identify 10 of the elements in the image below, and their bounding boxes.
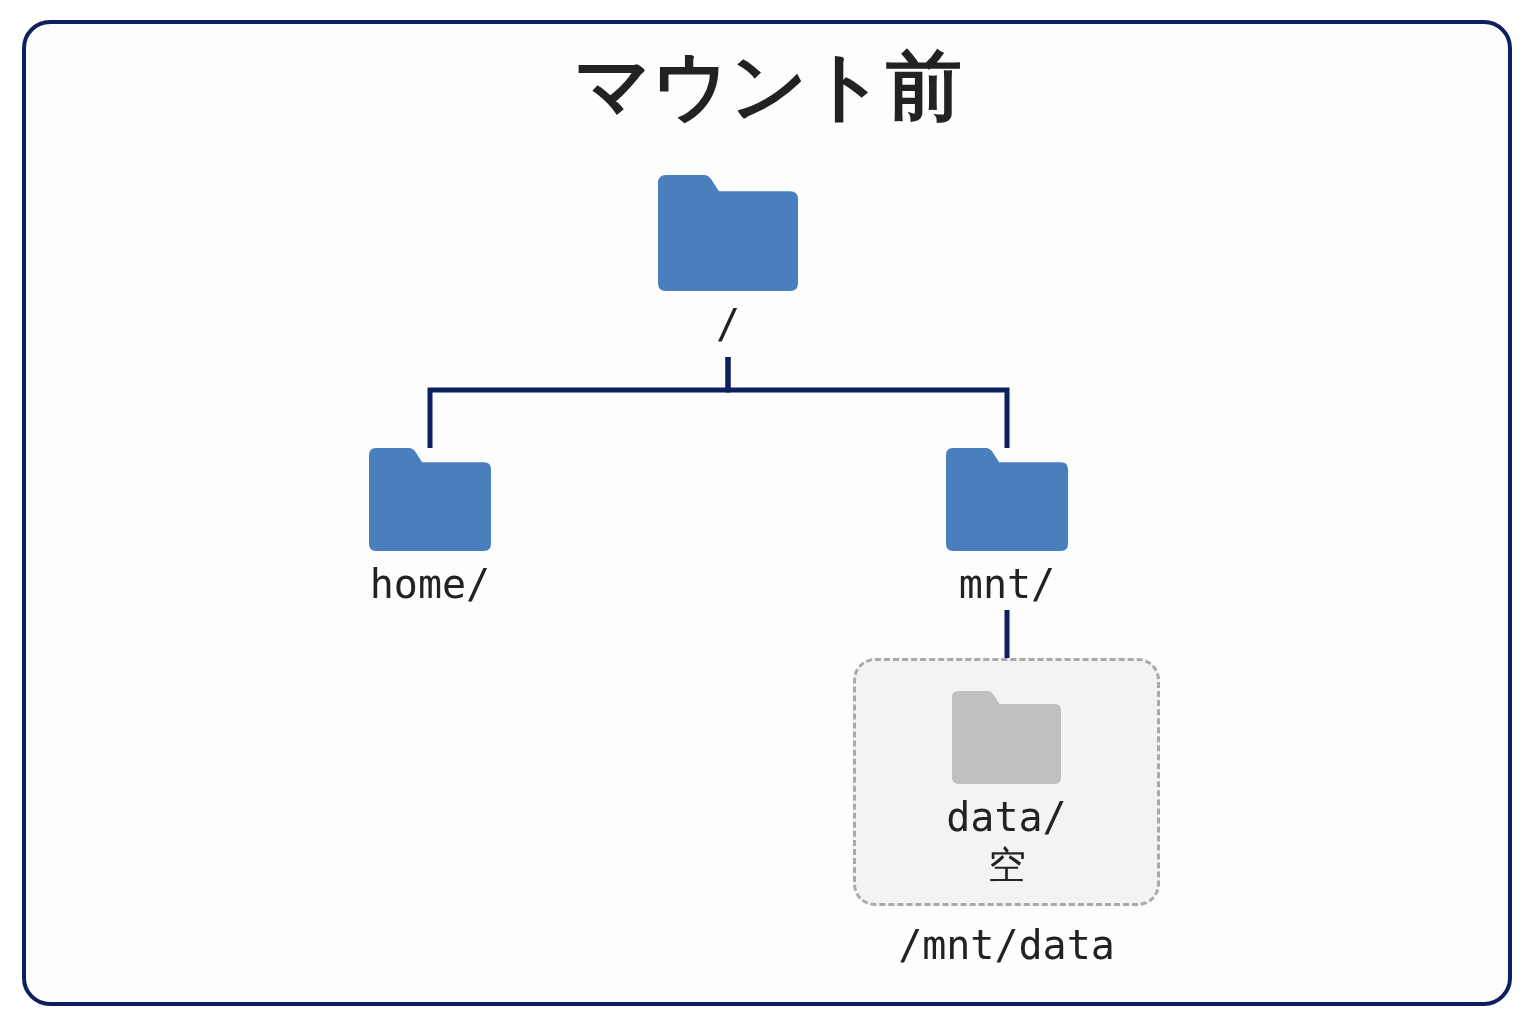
dashed-box bbox=[853, 658, 1160, 906]
tree-connector bbox=[1004, 610, 1010, 658]
tree-connector bbox=[725, 357, 1010, 448]
folder-label: mnt/ bbox=[958, 560, 1056, 609]
folder-label: / bbox=[715, 300, 741, 349]
folder-label: data/ bbox=[946, 793, 1067, 842]
folder-label: home/ bbox=[369, 560, 491, 609]
title: マウント前 bbox=[574, 48, 962, 124]
path-caption: /mnt/data bbox=[897, 921, 1116, 970]
folder-label: 空 bbox=[987, 842, 1026, 889]
